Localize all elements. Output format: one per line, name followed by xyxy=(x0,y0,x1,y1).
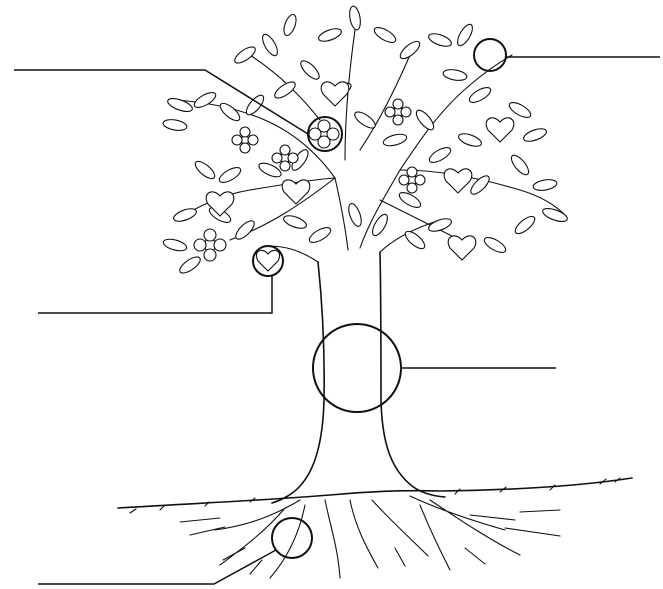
roots-label-line xyxy=(38,550,276,584)
ground xyxy=(118,478,632,513)
flower-5 xyxy=(194,229,226,261)
flower-label-line xyxy=(14,70,308,134)
fruit-6 xyxy=(448,236,476,260)
flower-circled xyxy=(309,120,339,148)
fruit-2 xyxy=(486,118,514,142)
roots-callout-circle xyxy=(272,518,312,558)
fruit-label-line xyxy=(38,276,272,313)
fruit-5 xyxy=(444,169,472,193)
flower-3 xyxy=(385,99,411,125)
leaf-callout-circle xyxy=(474,39,506,71)
fruit-1 xyxy=(321,82,349,106)
fruit-7 xyxy=(256,250,279,271)
trunk-callout-circle xyxy=(313,324,401,412)
roots xyxy=(180,496,560,578)
fruit-3 xyxy=(282,180,310,204)
flower-1 xyxy=(232,127,258,153)
